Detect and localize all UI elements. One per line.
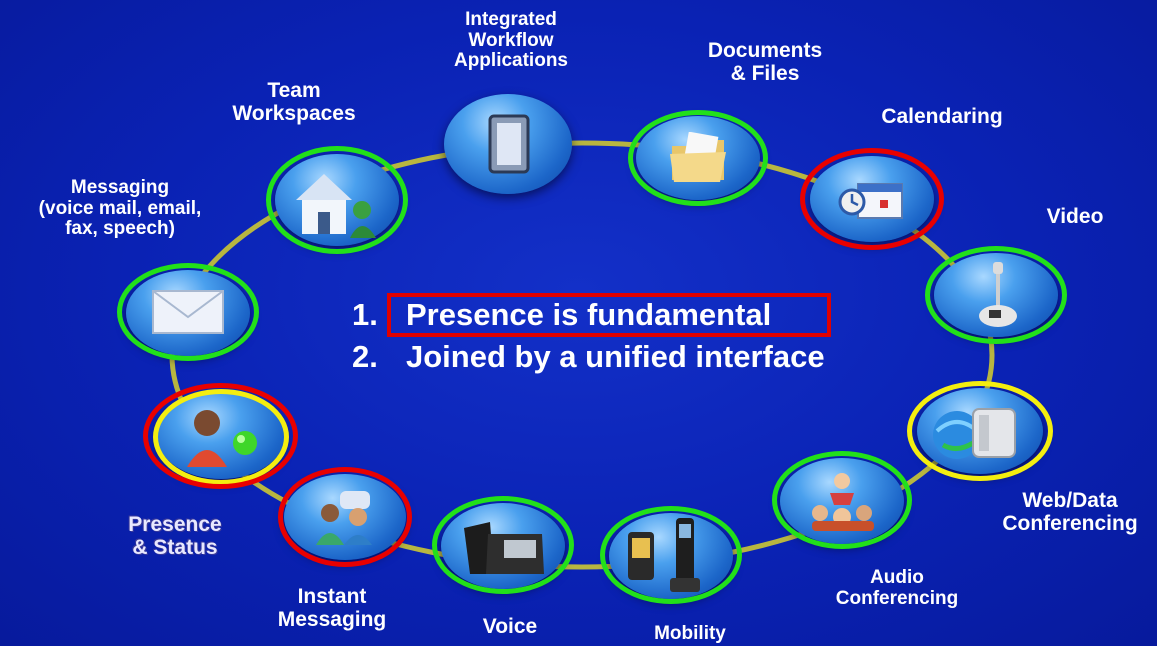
label-video: Video: [1030, 205, 1120, 229]
status-outline-green: [117, 263, 259, 361]
label-instant-messaging: Instant Messaging: [262, 585, 402, 631]
label-line: Applications: [453, 50, 568, 72]
node-messaging[interactable]: [117, 263, 259, 361]
label-line: Workspaces: [232, 101, 356, 125]
center-item-1: 1. Presence is fundamental: [352, 297, 771, 333]
status-outline-red: [143, 383, 298, 489]
status-outline-green: [432, 496, 574, 594]
node-documents[interactable]: [628, 110, 768, 206]
status-outline-green: [600, 506, 742, 604]
node-audio[interactable]: [772, 451, 912, 549]
node-mobility[interactable]: [600, 506, 742, 604]
label-line: Workflow: [468, 29, 554, 51]
status-outline-yellow: [907, 381, 1053, 481]
status-outline-green: [266, 146, 408, 254]
center-item-2-text: Joined by a unified interface: [406, 339, 825, 374]
center-item-1-number: 1.: [352, 297, 378, 332]
label-calendaring: Calendaring: [862, 105, 1022, 129]
label-line: Web/Data: [1022, 489, 1118, 512]
label-line: Integrated: [465, 9, 557, 30]
label-voice: Voice: [450, 615, 570, 639]
label-line: Team: [267, 79, 321, 102]
label-team: Team Workspaces: [206, 79, 382, 125]
label-workflow: Integrated Workflow Applications: [432, 9, 590, 72]
label-line: Messaging: [277, 607, 387, 631]
highlight-box: [387, 293, 831, 337]
node-presence[interactable]: [143, 383, 298, 489]
label-mobility: Mobility: [620, 623, 760, 645]
center-item-1-text: Presence is fundamental: [406, 297, 772, 332]
label-line: Messaging: [70, 177, 170, 198]
status-outline-green: [628, 110, 768, 206]
node-team[interactable]: [266, 146, 408, 254]
label-messaging: Messaging (voice mail, email, fax, speec…: [4, 177, 236, 240]
node-workflow[interactable]: [444, 94, 572, 194]
status-outline-red: [800, 148, 944, 250]
label-line: Presence: [128, 513, 222, 536]
label-line: Calendaring: [881, 105, 1003, 128]
label-line: & Files: [730, 61, 800, 85]
status-outline-green: [772, 451, 912, 549]
label-documents: Documents & Files: [690, 39, 840, 85]
label-line: Voice: [482, 615, 538, 638]
node-calendaring[interactable]: [800, 148, 944, 250]
label-line: Mobility: [654, 623, 726, 644]
status-outline-red: [278, 467, 412, 567]
document-frame-icon: [488, 114, 530, 174]
label-presence: Presence & Status: [100, 513, 250, 559]
status-outline-green: [925, 246, 1067, 344]
node-web-data[interactable]: [907, 381, 1053, 481]
label-line: Documents: [707, 39, 823, 62]
label-line: fax, speech): [65, 218, 175, 240]
node-instant-messaging[interactable]: [278, 467, 412, 567]
label-line: Conferencing: [1002, 511, 1138, 535]
label-line: Video: [1046, 205, 1104, 228]
node-video[interactable]: [925, 246, 1067, 344]
label-web-data: Web/Data Conferencing: [990, 489, 1150, 535]
center-item-2: 2. Joined by a unified interface: [352, 339, 825, 375]
label-line: (voice mail, email,: [38, 197, 202, 219]
label-line: & Status: [132, 535, 218, 559]
label-line: Audio: [870, 567, 924, 588]
node-voice[interactable]: [432, 496, 574, 594]
label-line: Instant: [297, 585, 367, 608]
center-item-2-number: 2.: [352, 339, 378, 374]
label-line: Conferencing: [835, 587, 959, 609]
label-audio: Audio Conferencing: [822, 567, 972, 609]
